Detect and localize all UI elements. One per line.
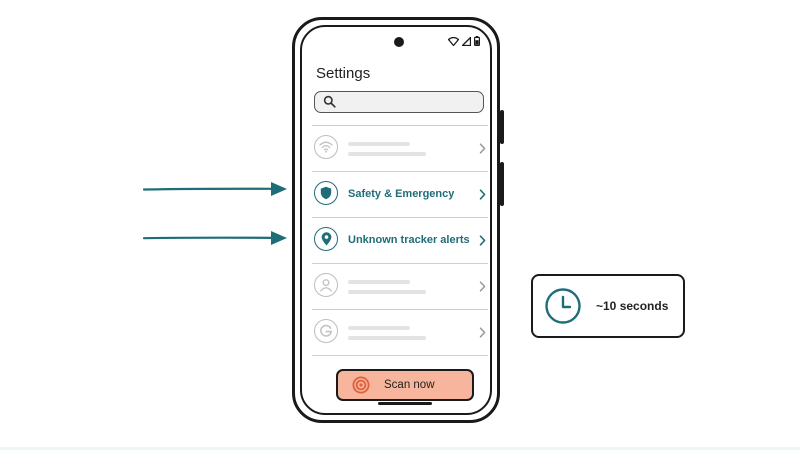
chevron-right-icon (479, 187, 486, 205)
phone-frame: Settings (292, 17, 504, 423)
duration-label: ~10 seconds (596, 299, 669, 313)
placeholder-line (348, 290, 426, 294)
settings-item-safety-emergency[interactable]: Safety & Emergency (312, 171, 488, 217)
pointer-arrow-tracker (143, 228, 289, 248)
settings-item-network[interactable] (312, 125, 488, 171)
settings-item-unknown-tracker-alerts[interactable]: Unknown tracker alerts (312, 217, 488, 263)
power-button (500, 110, 504, 144)
list-divider (312, 355, 488, 356)
wifi-status-icon (448, 36, 459, 46)
placeholder-line (348, 152, 426, 156)
placeholder-line (348, 336, 426, 340)
location-pin-icon (314, 227, 338, 251)
chevron-right-icon (479, 141, 486, 159)
scan-now-button[interactable]: Scan now (336, 369, 474, 401)
placeholder-line (348, 142, 410, 146)
chevron-right-icon (479, 233, 486, 251)
home-indicator[interactable] (378, 402, 432, 405)
shield-icon (314, 181, 338, 205)
settings-item-account[interactable] (312, 263, 488, 309)
settings-item-google[interactable] (312, 309, 488, 355)
clock-icon (544, 287, 582, 325)
chevron-right-icon (479, 325, 486, 343)
phone-screen: Settings (300, 25, 492, 415)
search-input[interactable] (314, 91, 484, 113)
person-icon (314, 273, 338, 297)
scan-now-label: Scan now (384, 379, 435, 391)
duration-card: ~10 seconds (531, 274, 685, 338)
volume-button (500, 162, 504, 206)
wifi-icon (314, 135, 338, 159)
bottom-divider (0, 447, 800, 450)
front-camera (394, 37, 404, 47)
placeholder-line (348, 326, 410, 330)
arrow-right-icon (143, 182, 287, 196)
settings-item-label: Safety & Emergency (348, 188, 455, 200)
cell-signal-icon (462, 36, 471, 46)
target-icon (352, 376, 370, 394)
settings-item-label: Unknown tracker alerts (348, 234, 470, 246)
arrow-right-icon (143, 231, 287, 245)
settings-list: Safety & Emergency Unknown tracker alert… (312, 125, 488, 356)
page-title: Settings (316, 65, 371, 82)
status-bar (448, 36, 480, 46)
pointer-arrow-safety (143, 179, 289, 199)
placeholder-line (348, 280, 410, 284)
search-icon (323, 95, 336, 113)
google-icon (314, 319, 338, 343)
battery-icon (474, 36, 480, 46)
chevron-right-icon (479, 279, 486, 297)
